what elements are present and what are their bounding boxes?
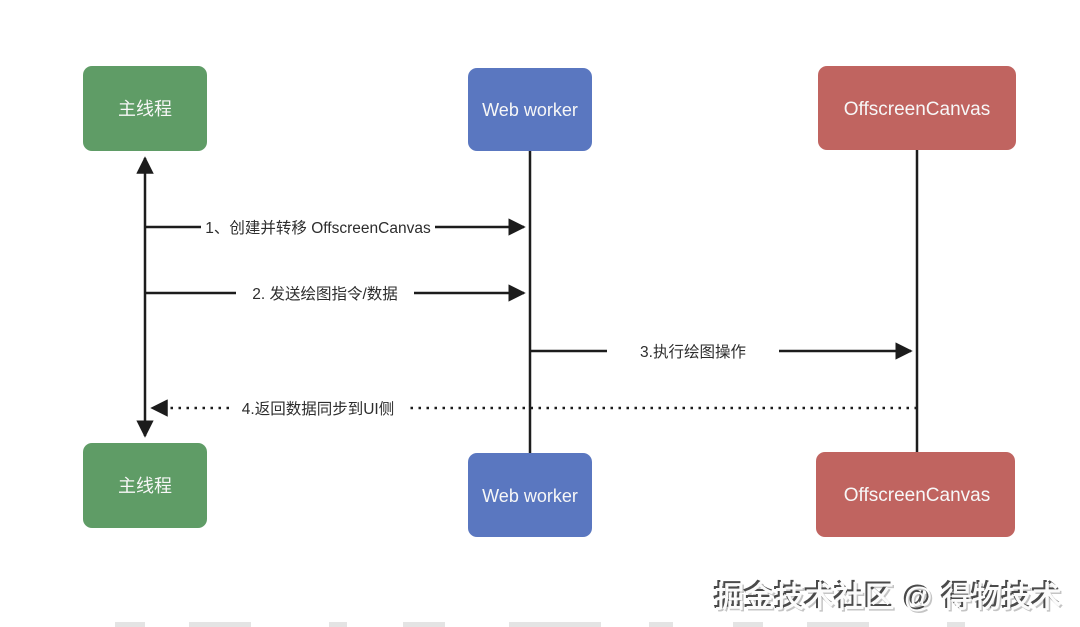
watermark-shadow-layer: 掘金技术社区 @ 得物技术 <box>717 582 1064 616</box>
actor-box-web-worker-bottom <box>468 453 592 537</box>
watermark-outline-layer: 掘金技术社区 @ 得物技术 <box>713 578 1060 612</box>
watermark: 掘金技术社区 @ 得物技术 掘金技术社区 @ 得物技术 掘金技术社区 @ 得物技… <box>713 578 1064 616</box>
actor-label-offscreen-canvas-top: OffscreenCanvas <box>844 99 990 120</box>
actor-box-offscreen-canvas-bottom <box>816 452 1015 537</box>
actor-label-offscreen-canvas-bottom: OffscreenCanvas <box>844 485 990 506</box>
actor-box-main-thread-top <box>83 66 207 151</box>
message-2-label: 2. 发送绘图指令/数据 <box>252 285 398 303</box>
message-1-label: 1、创建并转移 OffscreenCanvas <box>205 219 431 237</box>
actor-box-main-thread-bottom <box>83 443 207 528</box>
actor-label-main-thread-top: 主线程 <box>118 99 172 119</box>
watermark-front-layer: 掘金技术社区 @ 得物技术 <box>715 580 1062 614</box>
message-4-label-mask <box>231 395 405 421</box>
actor-label-web-worker-top: Web worker <box>482 100 578 120</box>
message-2-label-mask <box>236 280 414 306</box>
actor-label-web-worker-bottom: Web worker <box>482 486 578 506</box>
message-3-label: 3.执行绘图操作 <box>640 343 746 361</box>
actor-box-web-worker-top <box>468 68 592 151</box>
actor-label-main-thread-bottom: 主线程 <box>118 476 172 496</box>
message-3-label-mask <box>607 338 779 364</box>
message-4-label: 4.返回数据同步到UI侧 <box>242 400 394 418</box>
message-1-label-mask <box>201 214 435 240</box>
actor-box-offscreen-canvas-top <box>818 66 1016 150</box>
